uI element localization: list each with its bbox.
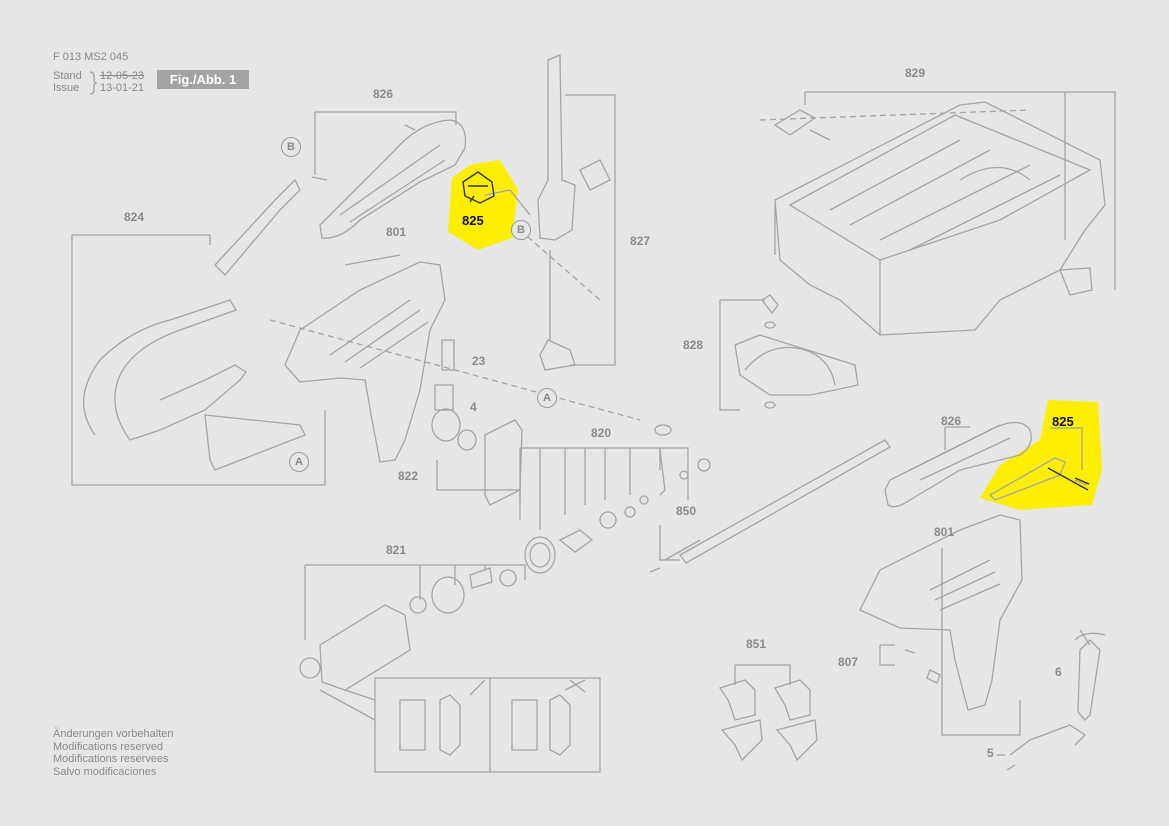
blade-holder-827 (537, 54, 576, 241)
part-821: 821 (386, 543, 407, 557)
part-822: 822 (398, 469, 419, 483)
housing-801-right (859, 514, 1023, 711)
part-5: 5 (987, 746, 994, 760)
part-825-right: 825 (1052, 414, 1074, 429)
note-de: Änderungen vorbehalten (53, 728, 174, 740)
ref-circle-b-center: B (511, 220, 531, 240)
part-827: 827 (630, 234, 651, 248)
part-826-top: 826 (373, 87, 394, 101)
part-824: 824 (124, 210, 145, 224)
part-825-top: 825 (462, 213, 484, 228)
ref-circle-a-left: A (289, 452, 309, 472)
ref-circle-a-center: A (537, 388, 557, 408)
figure-label: Fig./Abb. 1 (157, 70, 249, 89)
fence-850 (679, 439, 891, 564)
housing-801-left (284, 261, 446, 463)
note-es: Salvo modificaciones (53, 765, 157, 778)
stand-824 (83, 299, 247, 441)
stand-label: Stand (53, 70, 82, 82)
part-23: 23 (472, 354, 486, 368)
table-829 (774, 101, 1106, 336)
lever-825-right (988, 457, 1066, 501)
part-850: 850 (676, 504, 697, 518)
plug-5 (1009, 724, 1087, 756)
issue-date: 13-01-21 (100, 82, 145, 94)
motor-821 (319, 604, 411, 691)
cable-6 (1077, 639, 1101, 721)
doc-number: F 013 MS2 045 (53, 51, 129, 63)
issue-label: Issue (53, 82, 80, 94)
stand-date: 12-05-23 (100, 70, 145, 82)
handle-826-right (884, 421, 1032, 508)
part-829: 829 (905, 66, 926, 80)
mitre-828 (734, 334, 859, 396)
highlight-825-top (448, 160, 518, 250)
gear-train-820 (524, 536, 556, 574)
part-801-left: 801 (386, 225, 407, 239)
note-fr: Modifications reservees (53, 753, 169, 765)
handle-826-top (319, 119, 467, 239)
part-801-right: 801 (934, 525, 955, 539)
part-6: 6 (1055, 665, 1062, 679)
part-807: 807 (838, 655, 859, 669)
part-828: 828 (683, 338, 704, 352)
part-851: 851 (746, 637, 767, 651)
part-820: 820 (591, 426, 612, 440)
note-en: Modifications reserved (53, 740, 164, 753)
part-4: 4 (470, 400, 477, 414)
clamp-851 (718, 679, 756, 721)
ref-circle-b-left: B (281, 137, 301, 157)
highlight-825-right (980, 400, 1102, 510)
modification-notes: Änderungen vorbehalten Modifications res… (53, 728, 173, 778)
part-826-right: 826 (941, 414, 962, 428)
